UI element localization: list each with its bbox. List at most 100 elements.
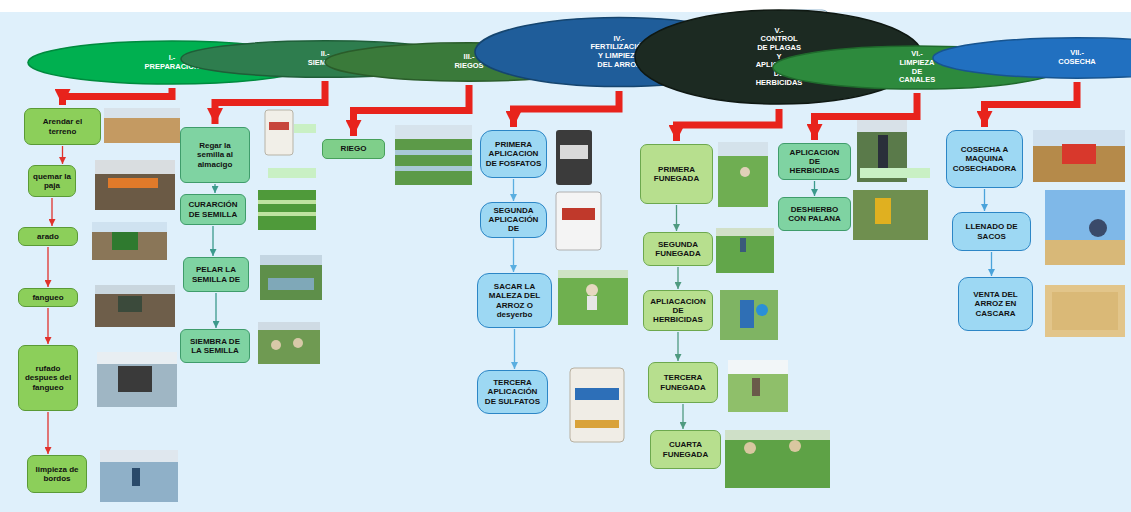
step-box: PRIMERA FUNEGADA (640, 144, 713, 204)
note-patch (860, 168, 930, 178)
photo (718, 142, 768, 207)
step-text: rufado despues del fangueo (23, 364, 73, 392)
photo (97, 352, 177, 407)
stage-ellipse: VII.- COSECHA (930, 37, 1131, 79)
photo (100, 450, 178, 502)
flow-arrow (985, 82, 1078, 127)
step-text: CURARCIÓN DE SEMILLA (185, 200, 241, 218)
step-text: limpieza de bordos (32, 465, 82, 483)
step-box: Arendar el terreno (24, 108, 101, 145)
photo (104, 108, 180, 143)
step-box: LLENADO DE SACOS (952, 212, 1031, 251)
step-box: RIEGO (322, 139, 385, 159)
note-patch (268, 168, 316, 178)
photo (720, 290, 778, 340)
photo (258, 322, 320, 364)
step-text: Arendar el terreno (29, 117, 96, 135)
flow-arrow (215, 293, 216, 328)
flow-arrow (212, 226, 213, 256)
step-text: PRIMERA APLICACION DE FOSFATOS (485, 140, 542, 168)
photo (1045, 190, 1125, 265)
flow-arrow (677, 332, 678, 361)
photo (95, 160, 175, 210)
flow-arrow (514, 91, 620, 127)
step-text: PELAR LA SEMILLA DE (188, 265, 244, 283)
bag-picture (556, 192, 601, 250)
stage-title: VI.- LIMPIEZA DE CANALES (899, 50, 935, 85)
flow-arrow (677, 109, 780, 141)
flow-arrow (677, 267, 678, 289)
step-box: TERCERA APLICACIÓN DE SULFATOS (477, 370, 548, 414)
photo (395, 125, 472, 185)
step-box: TERCERA FUNEGADA (648, 362, 718, 403)
step-box: rufado despues del fangueo (18, 345, 78, 411)
step-box: CUARTA FUNEGADA (650, 430, 721, 469)
step-box: SEGUNDA APLICACIÓN DE (480, 202, 547, 238)
step-box: limpieza de bordos (27, 455, 87, 493)
flow-arrow (514, 329, 515, 369)
step-text: arado (37, 232, 59, 241)
flow-arrow (47, 247, 48, 287)
flow-arrow (63, 88, 173, 105)
flow-arrow (51, 198, 52, 226)
bag-picture (570, 368, 624, 442)
photo (258, 190, 316, 230)
flow-arrow (214, 184, 215, 193)
step-box: PELAR LA SEMILLA DE (183, 257, 249, 292)
step-text: APLIACACION DE HERBICIDAS (648, 297, 708, 325)
step-box: COSECHA A MAQUINA COSECHADORA (946, 130, 1023, 188)
step-text: quemar la paja (33, 172, 71, 190)
step-box: fangueo (18, 288, 78, 307)
flow-arrow (682, 404, 683, 429)
top-band (0, 0, 1131, 12)
step-box: arado (18, 227, 78, 246)
ellipse-shape (933, 38, 1131, 78)
step-box: VENTA DEL ARROZ EN CASCARA (958, 277, 1033, 331)
step-text: SEGUNDA FUNEGADA (648, 240, 708, 258)
step-box: CURARCIÓN DE SEMILLA (180, 194, 246, 225)
stage-title: VII.- COSECHA (1058, 49, 1096, 66)
bag-picture (556, 130, 592, 185)
photo (95, 285, 175, 327)
step-box: Regar la semilla al almacigo (180, 127, 250, 183)
step-text: CUARTA FUNEGADA (655, 440, 716, 458)
photo (558, 270, 628, 325)
step-box: quemar la paja (28, 165, 76, 197)
step-text: COSECHA A MAQUINA COSECHADORA (951, 145, 1018, 173)
ellipse-outline (930, 37, 1131, 79)
step-box: SACAR LA MALEZA DEL ARROZ O desyerbo (477, 273, 552, 328)
photo (1045, 285, 1125, 337)
step-text: fangueo (32, 293, 63, 302)
step-text: Regar la semilla al almacigo (185, 141, 245, 169)
step-text: SEGUNDA APLICACIÓN DE (485, 206, 542, 234)
step-text: RIEGO (341, 144, 367, 153)
step-text: PRIMERA FUNEGADA (645, 165, 708, 183)
photo (716, 228, 774, 273)
step-text: VENTA DEL ARROZ EN CASCARA (963, 290, 1028, 318)
photo (853, 190, 928, 240)
step-text: TERCERA APLICACIÓN DE SULFATOS (482, 378, 543, 406)
step-box: APLICACION DE HERBICIDAS (778, 143, 851, 180)
step-text: APLICACION DE HERBICIDAS (783, 148, 846, 176)
step-box: SEGUNDA FUNEGADA (643, 232, 713, 266)
step-text: SACAR LA MALEZA DEL ARROZ O desyerbo (482, 282, 547, 319)
flow-arrow (354, 85, 470, 136)
photo (265, 110, 293, 155)
step-text: DESHIERBO CON PALANA (783, 205, 846, 223)
step-box: DESHIERBO CON PALANA (778, 197, 851, 231)
flow-arrow (513, 239, 514, 272)
flow-arrow (814, 181, 815, 196)
flow-arrow (47, 412, 48, 454)
photo (728, 360, 788, 412)
flow-arrow (991, 252, 992, 276)
flow-arrow (47, 308, 48, 344)
flow-arrow (215, 81, 325, 124)
step-text: TERCERA FUNEGADA (653, 373, 713, 391)
step-box: SIEMBRA DE LA SEMILLA (180, 329, 250, 363)
step-box: PRIMERA APLICACION DE FOSFATOS (480, 130, 547, 178)
photo (92, 222, 167, 260)
step-text: SIEMBRA DE LA SEMILLA (185, 337, 245, 355)
step-text: LLENADO DE SACOS (957, 222, 1026, 240)
flow-arrow (984, 189, 985, 211)
